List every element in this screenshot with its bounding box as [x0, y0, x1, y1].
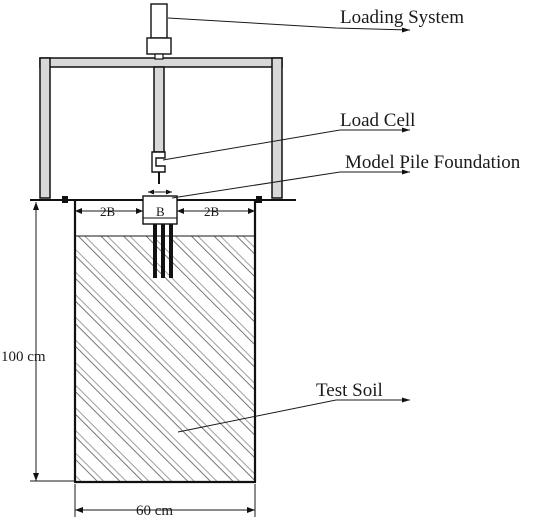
right-spacing-label: 2B: [204, 204, 220, 219]
width-dimension: [74, 484, 256, 517]
height-dimension: [30, 202, 75, 482]
height-label: 100 cm: [1, 349, 46, 365]
model-pile-foundation: [142, 195, 178, 278]
width-label: 60 cm: [136, 503, 173, 519]
loading-system-actuator: [146, 3, 172, 60]
load-cell-label: Load Cell: [340, 110, 415, 131]
loading-system-label: Loading System: [340, 7, 464, 28]
test-tank: [30, 196, 296, 484]
cap-width-label: B: [156, 204, 165, 219]
left-spacing-label: 2B: [100, 204, 116, 219]
model-pile-foundation-label: Model Pile Foundation: [345, 152, 521, 173]
test-soil-label: Test Soil: [316, 380, 383, 401]
reaction-frame: [39, 57, 283, 199]
horizontal-spacing-dimension: [75, 189, 255, 214]
leader-lines: [162, 17, 411, 433]
load-cell: [151, 151, 166, 184]
